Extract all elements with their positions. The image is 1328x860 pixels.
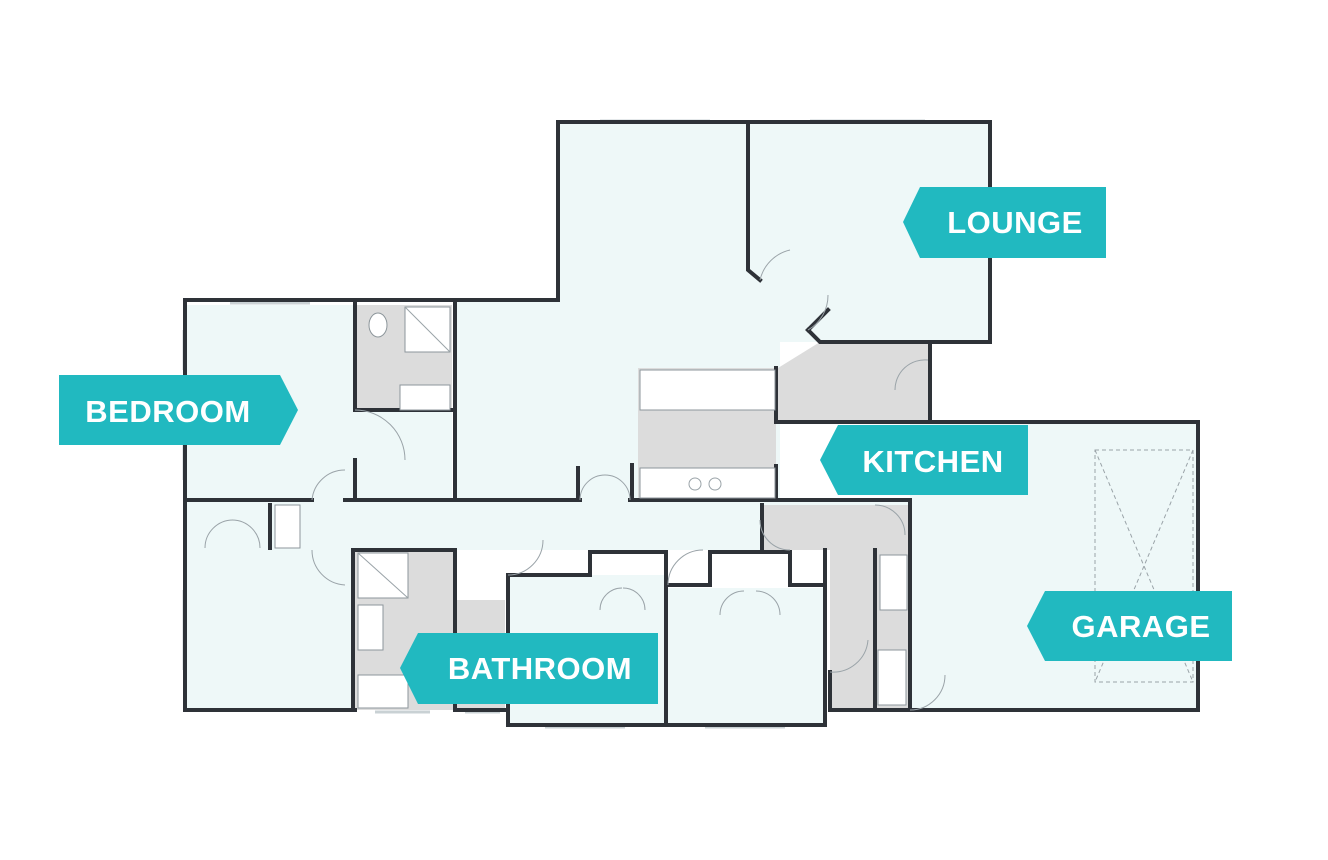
- bedroom4-floor: [668, 588, 825, 725]
- bath-icon: [357, 674, 409, 709]
- kitchen-bench-icon: [639, 369, 776, 411]
- lounge-label: LOUNGE: [947, 205, 1083, 240]
- bathroom-tag: BATHROOM: [400, 633, 658, 704]
- kitchen-island-icon: [639, 467, 776, 499]
- pantry-floor: [778, 342, 930, 422]
- laundry-floor: [762, 505, 910, 550]
- walls: [183, 120, 1200, 727]
- bedroom-tag: BEDROOM: [59, 375, 298, 445]
- lounge-tag: LOUNGE: [903, 187, 1106, 258]
- bathroom-label: BATHROOM: [448, 651, 632, 686]
- toilet-icon: [368, 312, 388, 338]
- cupboard-icon: [879, 554, 908, 611]
- garage-tag: GARAGE: [1027, 591, 1232, 661]
- stairs-icon: [274, 504, 301, 549]
- floor-areas: [185, 122, 1198, 725]
- kitchen-label: KITCHEN: [862, 444, 1003, 479]
- vanity-icon: [399, 384, 451, 411]
- doors: [204, 249, 946, 711]
- bedroom-label: BEDROOM: [85, 394, 250, 429]
- kitchen-tag: KITCHEN: [820, 425, 1028, 495]
- fixtures: [274, 306, 1194, 709]
- vanity2-icon: [357, 604, 384, 651]
- laundry-tub-icon: [877, 649, 907, 706]
- garage-label: GARAGE: [1071, 609, 1210, 644]
